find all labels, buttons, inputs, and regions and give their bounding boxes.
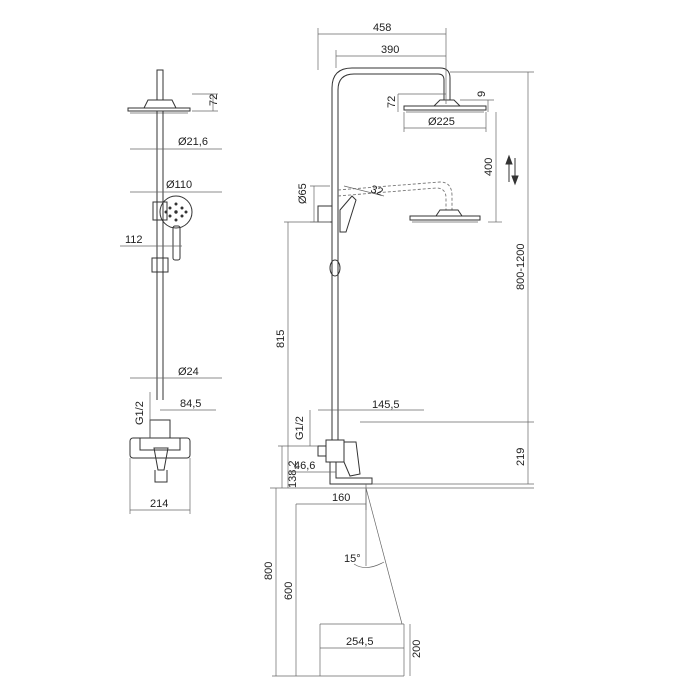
lowered-head-cap — [435, 209, 463, 217]
dim-label: 458 — [373, 22, 391, 34]
hand-shower-holder — [152, 201, 168, 221]
dim-label: 46,6 — [294, 460, 315, 472]
dim-label: Ø24 — [178, 366, 199, 378]
dim-label: 390 — [381, 44, 399, 56]
dim-label: 600 — [283, 582, 295, 600]
dim-label: Ø110 — [166, 179, 192, 191]
water-jet-line — [365, 487, 403, 625]
dim-label: 72 — [208, 94, 220, 106]
dim-label: Ø65 — [297, 183, 309, 204]
up-down-arrows-icon — [505, 154, 519, 186]
dim-label: Ø21,6 — [178, 136, 208, 148]
dim-label: 815 — [275, 330, 287, 348]
dim-label: 160 — [332, 492, 350, 504]
shower-arm-outer — [331, 67, 451, 440]
spout-front — [154, 470, 168, 483]
dim-label: 72 — [386, 96, 398, 108]
head-shower-cap — [143, 99, 177, 109]
dim-label: 800 — [263, 562, 275, 580]
dim-label: 200 — [411, 640, 423, 658]
lowered-head-side — [409, 215, 481, 221]
dim-label: 32 — [369, 183, 384, 198]
mixer-body — [325, 439, 345, 463]
wall-connector — [317, 445, 327, 457]
diverter — [149, 419, 171, 439]
dim-label: G1/2 — [294, 416, 306, 440]
dim-label: Ø225 — [428, 116, 455, 128]
dim-label: 219 — [515, 448, 527, 466]
shower-arm-inner — [337, 73, 445, 440]
mixer-lever — [343, 441, 361, 477]
mixer-lever — [153, 447, 169, 471]
hand-shower-handle — [172, 225, 181, 261]
slider — [329, 259, 341, 277]
front-view: 72 Ø21,6 Ø110 112 Ø24 — [120, 69, 222, 514]
dim-label: 800-1200 — [515, 244, 527, 291]
dim-label: 254,5 — [346, 636, 374, 648]
dim-label: 15° — [344, 553, 361, 565]
bath-spout — [329, 462, 373, 485]
side-view: 458 390 72 9 Ø225 400 — [263, 22, 534, 677]
dim-label: 84,5 — [180, 398, 201, 410]
angle-arc — [353, 561, 385, 568]
lowered-arm-outline — [337, 181, 453, 210]
dim-label: 400 — [483, 158, 495, 176]
dim-line — [343, 185, 385, 197]
top-pipe — [156, 69, 164, 101]
head-shower-side — [403, 105, 487, 111]
dim-label: 138,2 — [287, 460, 299, 488]
dim-label: 112 — [125, 234, 143, 246]
dim-label: 9 — [476, 91, 488, 97]
dim-label: G1/2 — [134, 401, 146, 425]
hand-shower-nozzles-icon — [164, 202, 188, 222]
hand-shower-side — [339, 195, 357, 233]
lowered-arm-outline — [337, 187, 447, 210]
dim-label: 145,5 — [372, 399, 400, 411]
hand-shower-holder — [317, 205, 333, 223]
hand-shower-face — [159, 195, 193, 229]
dim-label: 214 — [150, 498, 168, 510]
slider — [151, 257, 169, 273]
head-shower-cap — [432, 99, 462, 107]
